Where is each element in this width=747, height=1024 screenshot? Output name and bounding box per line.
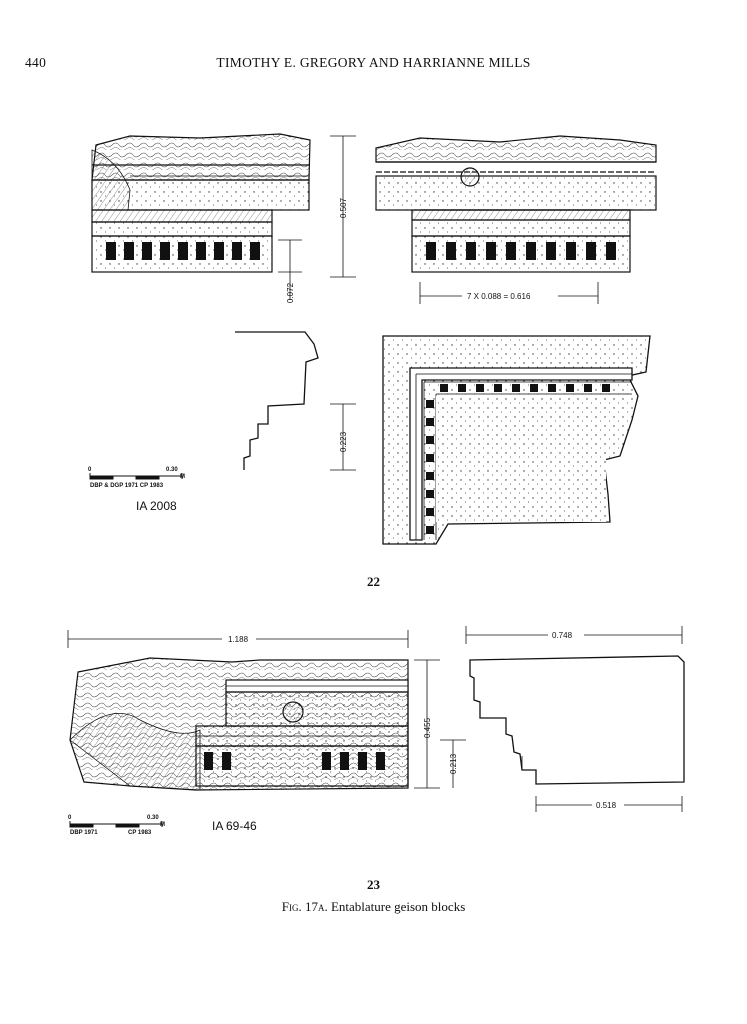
fig23-scale-credit-right: CP 1983 bbox=[128, 830, 152, 836]
dim-height: 0.455 bbox=[423, 717, 432, 738]
dim-depth-bottom: 0.518 bbox=[596, 801, 617, 810]
dim-1188 bbox=[67, 630, 409, 648]
dim-0748 bbox=[465, 626, 683, 644]
fig23-scale-credit-left: DBP 1971 bbox=[70, 830, 98, 836]
page-number: 440 bbox=[25, 55, 47, 70]
dim-depth-top: 0.748 bbox=[552, 631, 573, 640]
dim-spacing-line bbox=[419, 282, 599, 304]
dim-length: 1.188 bbox=[228, 635, 249, 644]
fig22-scale-bar bbox=[89, 473, 183, 480]
figure-number-23: 23 bbox=[367, 877, 380, 892]
fig23-profile bbox=[469, 655, 685, 785]
fig22-scale-unit: M bbox=[180, 474, 185, 480]
caption-prefix: Fig. 17a. bbox=[281, 899, 328, 914]
fig23-elevation bbox=[69, 657, 409, 791]
figure-caption: Fig. 17a. Entablature geison blocks bbox=[0, 899, 747, 915]
dim-0223 bbox=[330, 403, 356, 471]
fig22-catalogue-number: IA 2008 bbox=[136, 499, 177, 513]
dim-0507 bbox=[278, 135, 356, 300]
fig22-left-elevation bbox=[91, 133, 311, 273]
fig22-plan-view bbox=[382, 335, 651, 545]
dim-profile-lower: 0.223 bbox=[339, 431, 348, 452]
dim-dentil-spacing: 7 X 0.088 = 0.616 bbox=[467, 292, 531, 301]
fig23-catalogue-number: IA 69-46 bbox=[212, 819, 257, 833]
fig23-scale-zero: 0 bbox=[68, 815, 72, 821]
dim-lower-height: 0.213 bbox=[449, 753, 458, 774]
fig22-scale-credit: DBP & DGP 1971 CP 1983 bbox=[90, 483, 164, 489]
fig22-scale-max: 0.30 bbox=[166, 467, 178, 473]
dim-0455 bbox=[414, 659, 466, 789]
fig22-scale-zero: 0 bbox=[88, 467, 92, 473]
dim-dentil-height: 0.072 bbox=[286, 282, 295, 303]
figure-number-22: 22 bbox=[367, 574, 380, 589]
fig22-right-elevation bbox=[375, 135, 657, 273]
fig22-profile bbox=[235, 331, 319, 470]
dim-height-total: 0.507 bbox=[339, 197, 348, 218]
fig23-scale-bar bbox=[69, 821, 163, 828]
fig23-scale-unit: M bbox=[160, 822, 165, 828]
running-header: TIMOTHY E. GREGORY AND HARRIANNE MILLS bbox=[216, 55, 531, 70]
fig23-scale-max: 0.30 bbox=[147, 815, 159, 821]
caption-text: Entablature geison blocks bbox=[330, 899, 466, 914]
dim-0518 bbox=[535, 796, 683, 812]
